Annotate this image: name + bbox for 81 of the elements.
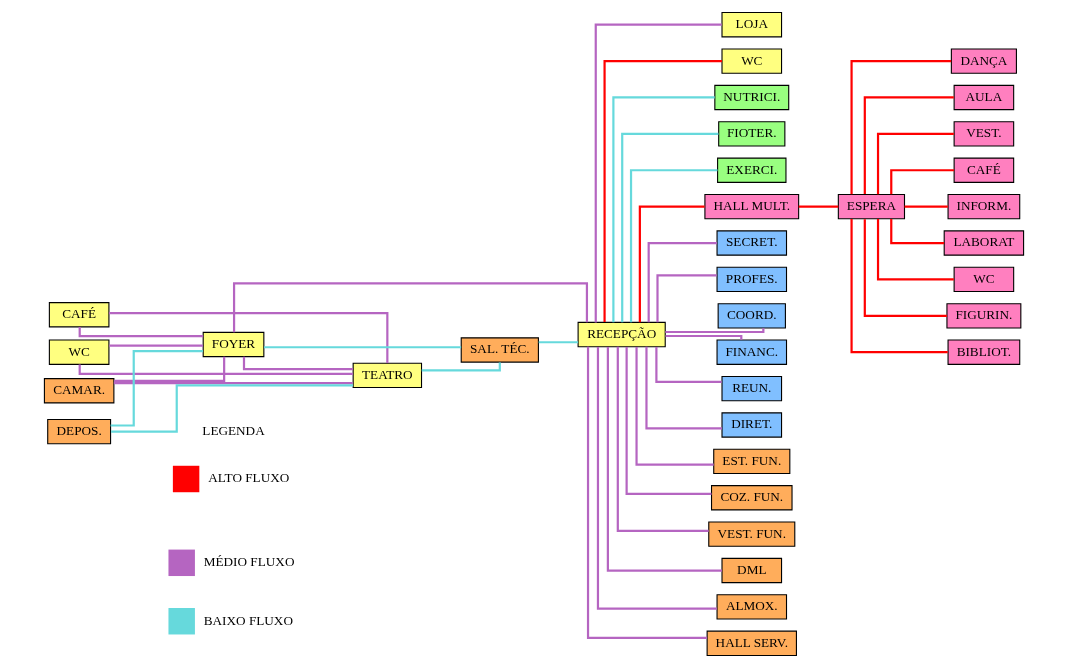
connector: [655, 274, 717, 323]
connector: [602, 60, 722, 323]
connector: [664, 328, 764, 334]
connector: [647, 241, 717, 323]
connector: [638, 205, 705, 323]
legend-label: BAIXO FLUXO: [203, 612, 293, 628]
connector: [263, 346, 461, 349]
connector: [616, 346, 709, 532]
connector: [232, 282, 588, 333]
connector: [606, 346, 722, 572]
node-box: CAMAR.: [43, 378, 114, 404]
node-box: INFORM.: [947, 193, 1020, 220]
connector: [849, 60, 951, 195]
connector: [634, 347, 714, 466]
connector: [849, 219, 948, 354]
connector: [665, 334, 742, 340]
node-box: LOJA: [720, 12, 782, 38]
node-box: AULA: [953, 84, 1014, 111]
connector: [113, 356, 225, 382]
connector: [78, 326, 203, 338]
connector: [611, 96, 715, 323]
connector: [889, 218, 944, 245]
connector: [596, 347, 717, 610]
connector: [644, 346, 722, 430]
legend-label: ALTO FLUXO: [207, 470, 289, 486]
node-box: DEPOS.: [46, 418, 111, 445]
connector: [654, 347, 722, 384]
node-box: VEST.: [953, 121, 1014, 147]
connector: [110, 350, 203, 427]
connector: [242, 356, 353, 371]
node-box: COORD.: [717, 303, 786, 329]
node-box: ALMOX.: [716, 594, 787, 620]
node-box: SAL. TÉC.: [460, 337, 539, 363]
node-box: FOYER: [202, 331, 264, 358]
node-box: FINANC.: [716, 339, 787, 365]
node-box: EST. FUN.: [712, 448, 790, 475]
node-box: LABORAT: [943, 230, 1024, 256]
node-box: PROFES.: [716, 266, 787, 293]
node-box: RECEPÇÃO: [577, 321, 666, 348]
connector: [863, 96, 954, 195]
node-box: REUN.: [720, 375, 782, 402]
node-box: COZ. FUN.: [710, 485, 793, 511]
node-box: WC: [720, 48, 782, 74]
node-box: WC: [48, 339, 109, 365]
node-box: SECRET.: [716, 230, 787, 256]
connector: [113, 381, 353, 385]
node-box: NUTRICI.: [713, 84, 789, 111]
node-box: CAFÉ: [48, 302, 109, 328]
connector: [798, 205, 838, 208]
node-box: FIGURIN.: [945, 303, 1021, 329]
node-box: WC: [953, 266, 1014, 293]
node-box: TEATRO: [352, 362, 422, 389]
connector: [876, 132, 954, 195]
node-box: DML: [720, 557, 782, 584]
node-box: DIRET.: [720, 412, 782, 438]
label: LEGENDA: [201, 423, 265, 439]
connector: [421, 362, 501, 372]
connector: [538, 341, 578, 344]
node-box: FIOTER.: [717, 121, 785, 147]
node-box: BIBLIOT.: [947, 339, 1020, 365]
connector: [889, 169, 954, 195]
node-box: HALL SERV.: [706, 630, 797, 656]
connector: [586, 346, 707, 639]
node-box: DANÇA: [950, 48, 1017, 74]
connector: [876, 219, 954, 281]
connector: [620, 132, 718, 323]
connector: [78, 364, 353, 375]
node-box: EXERCI.: [716, 157, 786, 183]
node-box: ESPERA: [837, 193, 905, 220]
connector: [904, 205, 948, 208]
connector: [108, 311, 388, 364]
connector: [594, 23, 722, 323]
connector: [629, 169, 717, 323]
connector: [108, 344, 203, 347]
legend-label: MÉDIO FLUXO: [203, 554, 294, 570]
node-box: HALL MULT.: [703, 193, 799, 220]
connector: [863, 219, 947, 317]
node-box: CAFÉ: [953, 157, 1014, 183]
connector: [625, 347, 711, 495]
node-box: VEST. FUN.: [707, 521, 795, 547]
connector: [110, 384, 353, 433]
